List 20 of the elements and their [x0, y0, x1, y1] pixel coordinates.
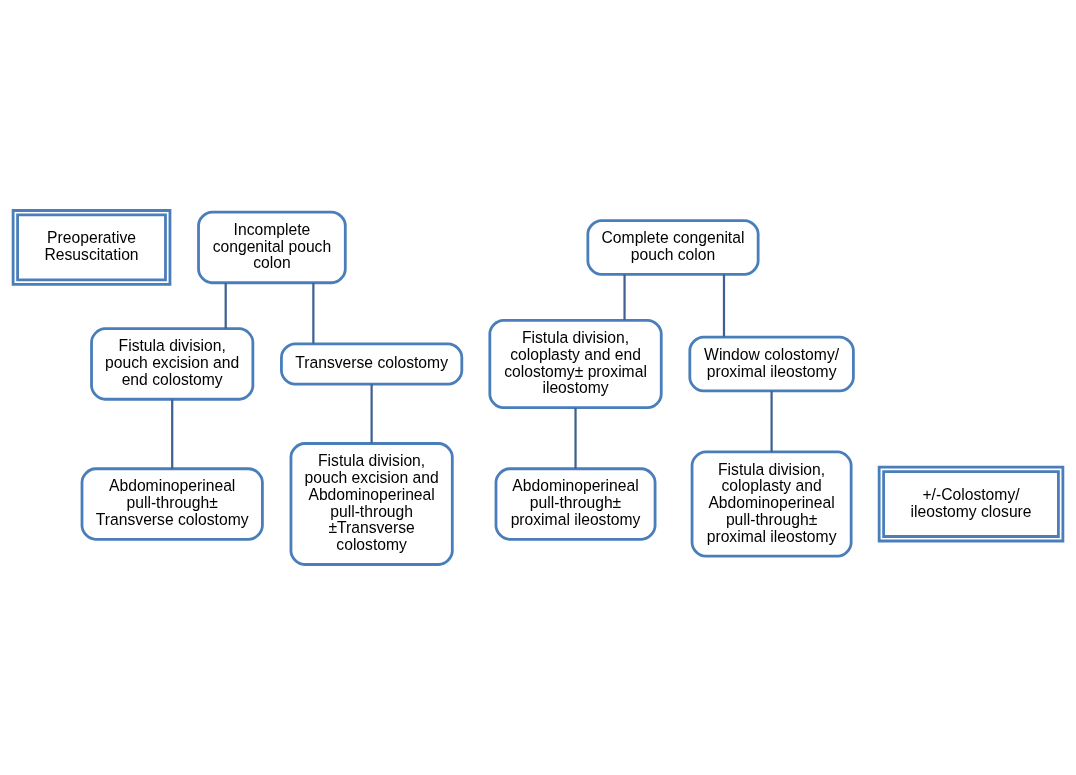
connector: [770, 390, 773, 452]
node-box: Fistula division, pouch excision and Abdominoperineal pull-through ±Transverse colostomy: [289, 442, 454, 566]
connector: [623, 274, 626, 321]
node-box: Incomplete congenital pouch colon: [197, 210, 347, 285]
node-box: Fistula division, coloplasty and Abdominoperineal pull-through± proximal ileostomy: [690, 450, 853, 558]
node-box: Fistula division, coloplasty and end colostomy± proximal ileostomy: [488, 318, 663, 410]
connector: [171, 399, 174, 469]
node-box: Transverse colostomy: [280, 342, 464, 386]
node-box: Window colostomy/ proximal ileostomy: [688, 335, 855, 393]
connector: [370, 384, 373, 444]
node-box: Abdominoperineal pull-through± Transverse colostomy: [80, 467, 264, 541]
connector: [574, 407, 577, 469]
node-box: Abdominoperineal pull-through± proximal ileostomy: [494, 467, 657, 541]
connector: [722, 274, 726, 337]
connector: [224, 283, 227, 329]
node-box: Complete congenital pouch colon: [586, 219, 760, 276]
connector: [312, 283, 315, 344]
node-box: Fistula division, pouch excision and end colostomy: [90, 327, 255, 401]
node-box: Preoperative Resuscitation: [11, 209, 172, 286]
node-box: +/-Colostomy/ ileostomy closure: [877, 465, 1065, 543]
